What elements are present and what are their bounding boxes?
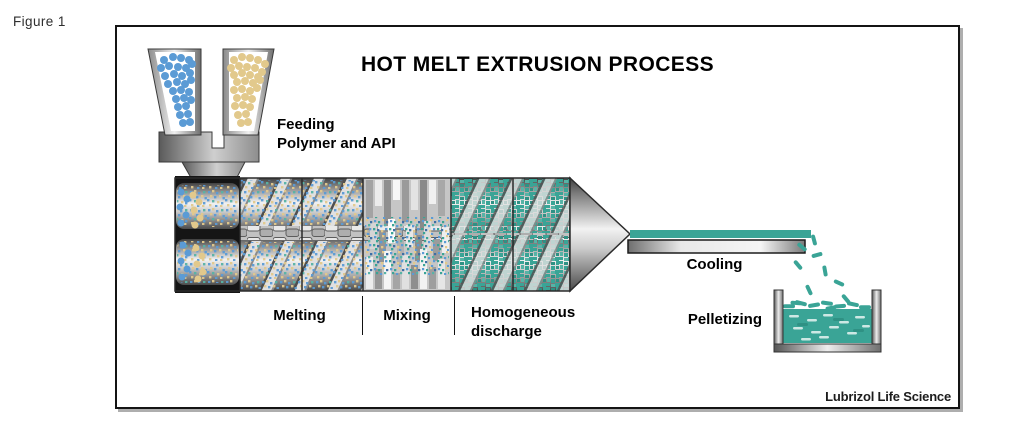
feed-throat-particles xyxy=(176,188,207,283)
figure-box: HOT MELT EXTRUSION PROCESS Feeding Polym… xyxy=(115,25,960,409)
pellet-container-graphic xyxy=(773,289,882,353)
pelletizing-label: Pelletizing xyxy=(687,311,762,328)
homogeneous-discharge-label: Homogeneous discharge xyxy=(471,304,576,341)
falling-pellets xyxy=(790,234,851,311)
stage-divider-2 xyxy=(454,296,455,335)
feeding-label-line2: Polymer and API xyxy=(277,135,396,153)
extruder-barrel-graphic xyxy=(174,176,632,293)
polymer-particles xyxy=(157,53,196,127)
process-diagram-art xyxy=(147,48,882,353)
brand-credit: Lubrizol Life Science xyxy=(825,389,951,404)
api-particles xyxy=(227,53,269,127)
melting-label: Melting xyxy=(273,307,326,324)
die-cone-graphic xyxy=(569,176,632,293)
feeding-label: Feeding Polymer and API xyxy=(277,115,396,153)
stage-divider-1 xyxy=(362,296,363,335)
figure-label: Figure 1 xyxy=(13,14,66,29)
mixing-section-graphic xyxy=(363,178,451,291)
mixing-label: Mixing xyxy=(383,307,431,324)
diagram-title: HOT MELT EXTRUSION PROCESS xyxy=(360,53,715,76)
hopper-graphic xyxy=(147,48,275,184)
feeding-label-line1: Feeding xyxy=(277,116,335,133)
cooling-label: Cooling xyxy=(686,256,743,273)
cooling-conveyor-graphic xyxy=(627,230,811,254)
